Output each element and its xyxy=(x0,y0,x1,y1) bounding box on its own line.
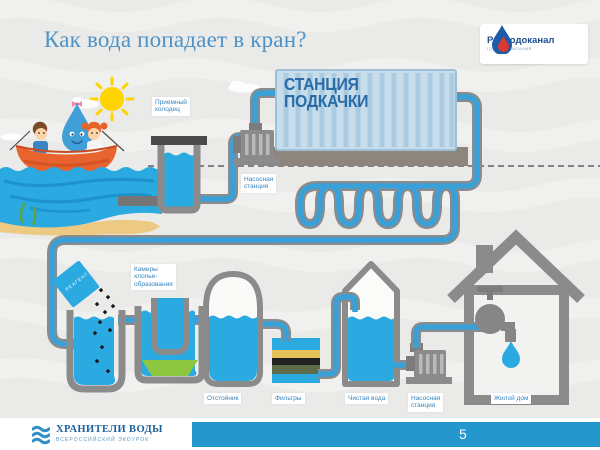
filter-tank xyxy=(272,338,320,383)
label-house: Жилой дом xyxy=(491,393,532,405)
booster-station xyxy=(262,69,468,166)
pump-station-1-icon xyxy=(233,123,280,165)
faucet-icon xyxy=(475,286,520,368)
label-clean-water: Чистая вода xyxy=(345,393,389,405)
label-pump-station-2: Насосная станция xyxy=(408,393,444,412)
mixing-tank xyxy=(66,310,126,393)
label-settling-tank: Отстойник xyxy=(204,393,242,405)
footer-brand-subtitle: ВСЕРОССИЙСКИЙ ЭКОУРОК xyxy=(56,437,150,443)
label-intake-well: Приемный колодец xyxy=(152,97,190,116)
pipe-network xyxy=(47,88,482,379)
booster-station-label: СТАНЦИЯ ПОДКАЧКИ xyxy=(284,74,369,112)
flocculation-tank xyxy=(134,298,206,384)
lake-scene xyxy=(0,76,260,236)
slide-title: Как вода попадает в кран? xyxy=(44,27,307,52)
house-supply-pipe xyxy=(411,322,487,348)
seaweed xyxy=(19,202,37,226)
water-drop-logo-icon xyxy=(492,25,512,54)
fishing-rods xyxy=(9,130,125,152)
label-flocculation: Камеры хлопье- образования xyxy=(131,264,176,291)
label-pump-station-1: Насосная станция xyxy=(241,174,277,193)
waves-brand-icon xyxy=(32,425,50,445)
receiving-well-tank xyxy=(151,136,207,214)
footer-page-bar xyxy=(192,422,600,447)
lake-water xyxy=(0,167,162,229)
label-filters: Фильтры xyxy=(272,393,305,405)
clean-water-tank xyxy=(342,261,400,387)
footer-brand-name: ХРАНИТЕЛИ ВОДЫ xyxy=(56,424,163,435)
house-icon xyxy=(447,229,585,405)
sun-icon xyxy=(89,76,135,122)
logo-name: Росводоканал xyxy=(487,35,555,47)
lake-intake-pipe xyxy=(118,196,164,206)
water-drop-character xyxy=(62,101,92,152)
settling-tank xyxy=(203,270,263,387)
shore-sand xyxy=(0,219,160,236)
boy-figure xyxy=(32,121,48,153)
boat-icon xyxy=(15,145,118,173)
page-number: 5 xyxy=(459,426,467,442)
pump-station-2-icon xyxy=(406,343,452,384)
tap-water-drop xyxy=(502,341,520,368)
company-logo: Росводоканал группа компаний xyxy=(480,24,588,64)
